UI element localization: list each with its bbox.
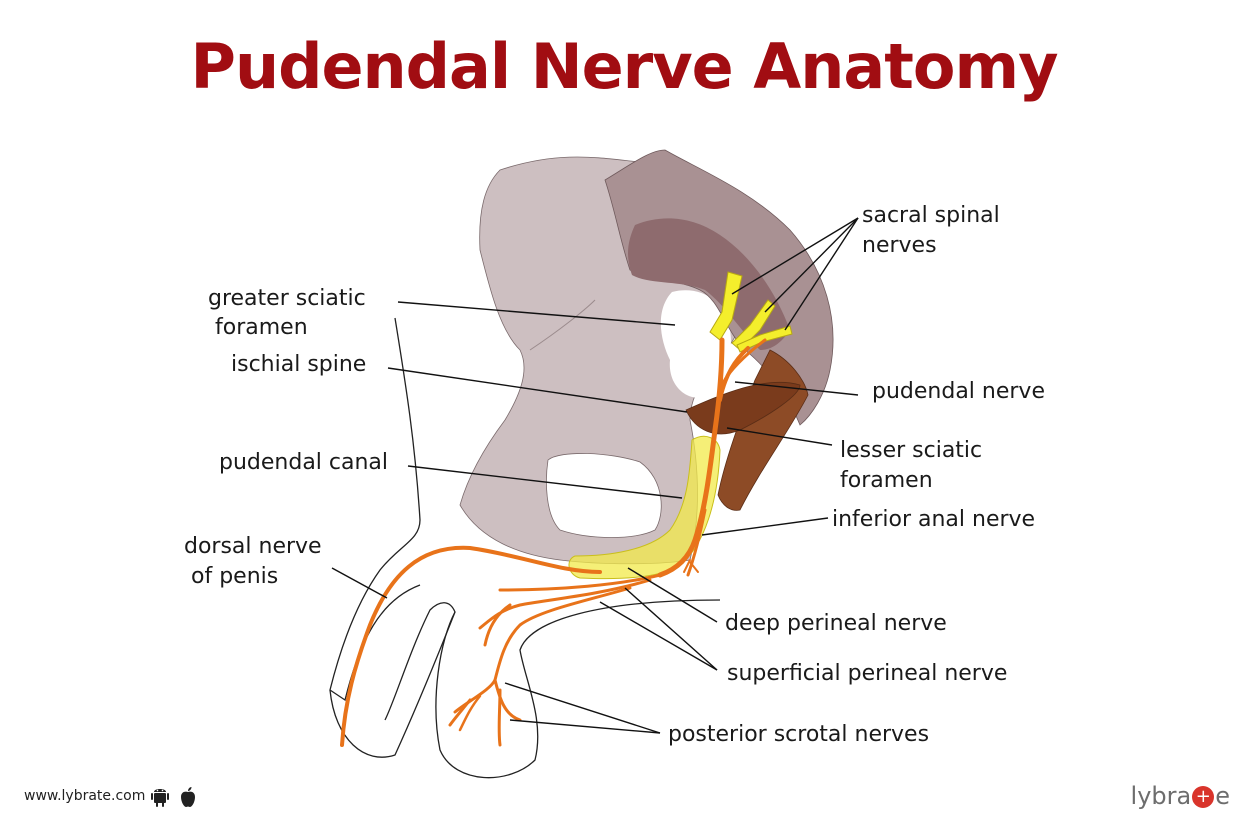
label-pudendal-nerve: pudendal nerve bbox=[872, 379, 1045, 404]
label-greater-sciatic-2: foramen bbox=[215, 315, 308, 340]
greater-sciatic-opening bbox=[660, 290, 731, 398]
label-sacral-spinal-nerves-2: nerves bbox=[862, 233, 937, 258]
brand-plus-icon: + bbox=[1192, 786, 1215, 808]
pudendal-canal bbox=[568, 435, 721, 580]
label-dorsal-nerve: dorsal nerve bbox=[184, 534, 322, 559]
label-deep-perineal-nerve: deep perineal nerve bbox=[725, 611, 947, 636]
label-lesser-sciatic: lesser sciatic bbox=[840, 438, 982, 463]
diagram-title: Pudendal Nerve Anatomy bbox=[190, 30, 1059, 103]
brand-prefix: lybra bbox=[1130, 782, 1192, 810]
scrotum-outline bbox=[435, 599, 721, 779]
label-superficial-perineal-nerve: superficial perineal nerve bbox=[727, 661, 1007, 686]
footer-url[interactable]: www.lybrate.com bbox=[24, 788, 146, 804]
sacrum-inner bbox=[628, 218, 790, 350]
brand-suffix: e bbox=[1215, 782, 1230, 810]
label-pudendal-canal: pudendal canal bbox=[219, 450, 388, 475]
android-icon[interactable] bbox=[150, 786, 170, 808]
label-lesser-sciatic-2: foramen bbox=[840, 468, 933, 493]
label-posterior-scrotal-nerves: posterior scrotal nerves bbox=[668, 722, 929, 747]
label-ischial-spine: ischial spine bbox=[231, 352, 366, 377]
label-inferior-anal-nerve: inferior anal nerve bbox=[832, 507, 1035, 532]
brand-logo[interactable]: lybra+e bbox=[1131, 782, 1230, 810]
penis-outline bbox=[329, 602, 456, 758]
apple-icon[interactable] bbox=[178, 786, 198, 808]
label-sacral-spinal-nerves: sacral spinal bbox=[862, 203, 1000, 228]
obturator-foramen bbox=[546, 453, 662, 538]
leader-lines bbox=[331, 217, 859, 734]
label-greater-sciatic: greater sciatic bbox=[208, 286, 366, 311]
label-dorsal-nerve-2: of penis bbox=[191, 564, 278, 589]
